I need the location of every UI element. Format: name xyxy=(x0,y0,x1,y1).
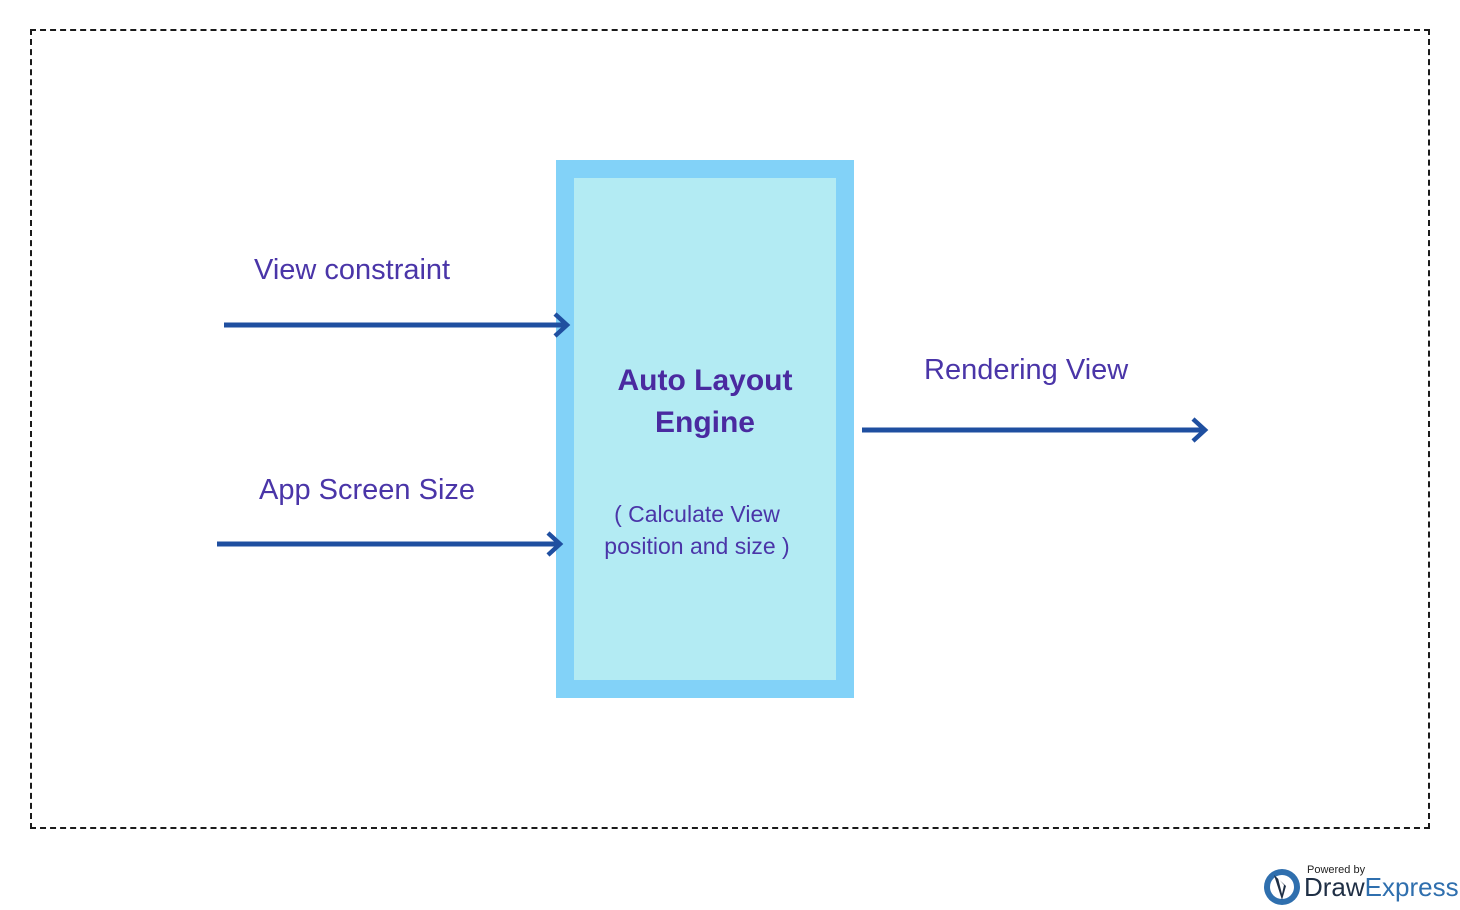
arrow-rendering-view xyxy=(862,417,1209,443)
auto-layout-engine-box xyxy=(556,160,854,698)
arrow-app-screen-size xyxy=(217,531,564,557)
brand-express: Express xyxy=(1364,872,1459,902)
diagram-frame xyxy=(30,29,1430,829)
engine-title: Auto Layout Engine xyxy=(574,360,836,444)
input-label-app-screen-size: App Screen Size xyxy=(259,474,476,506)
engine-title-line1: Auto Layout xyxy=(617,364,793,397)
drawexpress-watermark: Powered by DrawExpress xyxy=(1262,862,1459,908)
brand-draw: Draw xyxy=(1304,872,1365,902)
engine-subtitle-line2: position and size ) xyxy=(604,533,790,559)
engine-subtitle-line1: ( Calculate View xyxy=(614,501,780,527)
drawexpress-logo-icon xyxy=(1264,869,1300,905)
drawexpress-brand: DrawExpress xyxy=(1304,874,1459,900)
powered-by-text: Powered by xyxy=(1307,864,1366,876)
engine-title-line2: Engine xyxy=(654,406,755,439)
arrow-view-constraint xyxy=(224,312,571,338)
engine-subtitle: ( Calculate View position and size ) xyxy=(574,498,820,562)
input-label-view-constraint: View constraint xyxy=(254,254,451,286)
output-label-rendering-view: Rendering View xyxy=(924,354,1129,386)
